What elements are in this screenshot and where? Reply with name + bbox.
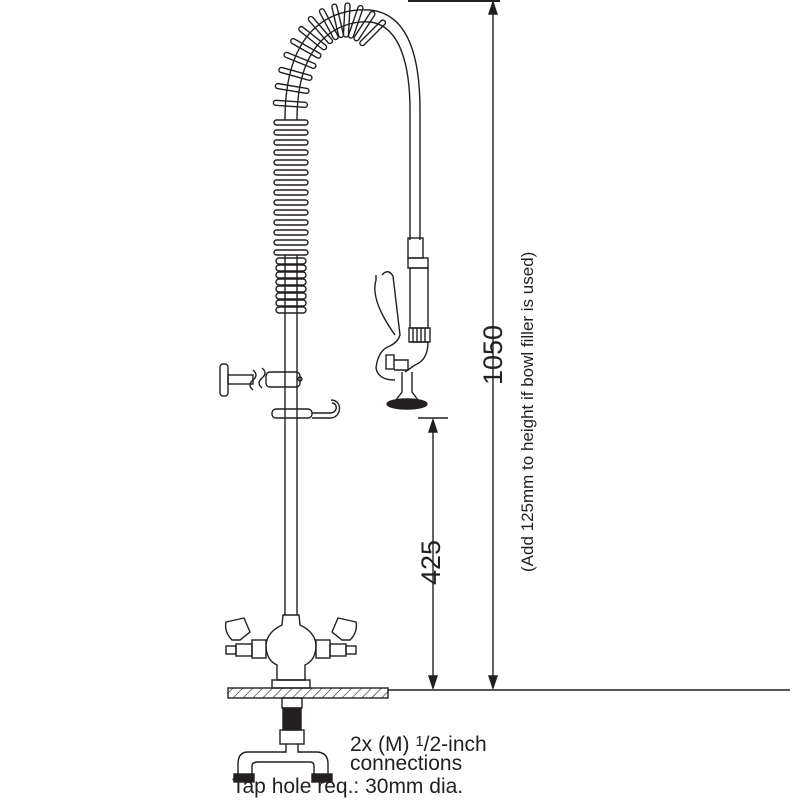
spring-ring: [273, 119, 309, 126]
spring-ring: [307, 15, 334, 45]
spring-ring: [273, 219, 309, 226]
spring-ring: [342, 2, 351, 38]
spring-ring: [274, 82, 310, 95]
riser-pole: [284, 255, 298, 615]
spray-hook: [271, 399, 341, 419]
mixer-body: [225, 614, 357, 689]
bellows-ring: [275, 292, 307, 300]
spring-ring: [273, 249, 309, 256]
spring-ring: [273, 229, 309, 236]
bellows-ring: [275, 264, 307, 272]
threaded-shank: [279, 697, 305, 745]
spring-ring: [331, 3, 345, 39]
bellows-ring: [275, 271, 307, 279]
right-tap-handle: [331, 617, 358, 641]
spring-ring: [273, 129, 309, 136]
inlet-connector: [233, 744, 333, 783]
spring-ring: [283, 51, 317, 70]
spring-ring: [272, 99, 309, 109]
spring-ring: [273, 209, 309, 216]
bellows-ring: [275, 278, 307, 286]
bellows-ring: [275, 299, 307, 307]
spring-ring: [359, 19, 387, 47]
spring-ring: [273, 179, 309, 186]
wall-bracket: [219, 363, 303, 397]
spring-ring: [290, 37, 322, 59]
spring-bellows: [275, 257, 307, 314]
dimension-1050-note: (Add 125mm to height if bowl filler is u…: [518, 251, 537, 572]
spring-coil: [272, 2, 387, 256]
bellows-ring: [275, 306, 307, 314]
dimension-425-line: [418, 417, 448, 691]
dimension-1050-line: [488, 0, 498, 691]
connections-prefix: 2x (M): [350, 733, 416, 756]
pre-rinse-sprayer: [374, 237, 431, 410]
spring-ring: [278, 66, 313, 81]
spring-ring: [273, 149, 309, 156]
dimension-425-label: 425: [416, 539, 446, 585]
spring-ring: [273, 239, 309, 246]
spring-ring: [298, 25, 328, 51]
bellows-ring: [275, 285, 307, 293]
dimension-1050-label: 1050: [478, 324, 508, 385]
left-tap-handle: [224, 617, 251, 641]
spring-ring: [273, 189, 309, 196]
bellows-ring: [275, 257, 307, 265]
spring-ring: [353, 10, 376, 42]
spring-ring: [273, 199, 309, 206]
connections-note: 2x (M) 1/2-inch: [350, 731, 487, 756]
fraction-rest: /2-inch: [423, 733, 487, 756]
spring-ring: [318, 8, 339, 41]
spring-ring: [347, 4, 364, 39]
spring-ring: [273, 139, 309, 146]
spring-ring: [273, 169, 309, 176]
fraction-numerator: 1: [415, 733, 424, 750]
tap-hole-note: Tap hole req.: 30mm dia.: [232, 775, 464, 798]
connections-note-line2: connections: [350, 752, 463, 775]
countertop: [227, 687, 389, 699]
spring-ring: [273, 159, 309, 166]
